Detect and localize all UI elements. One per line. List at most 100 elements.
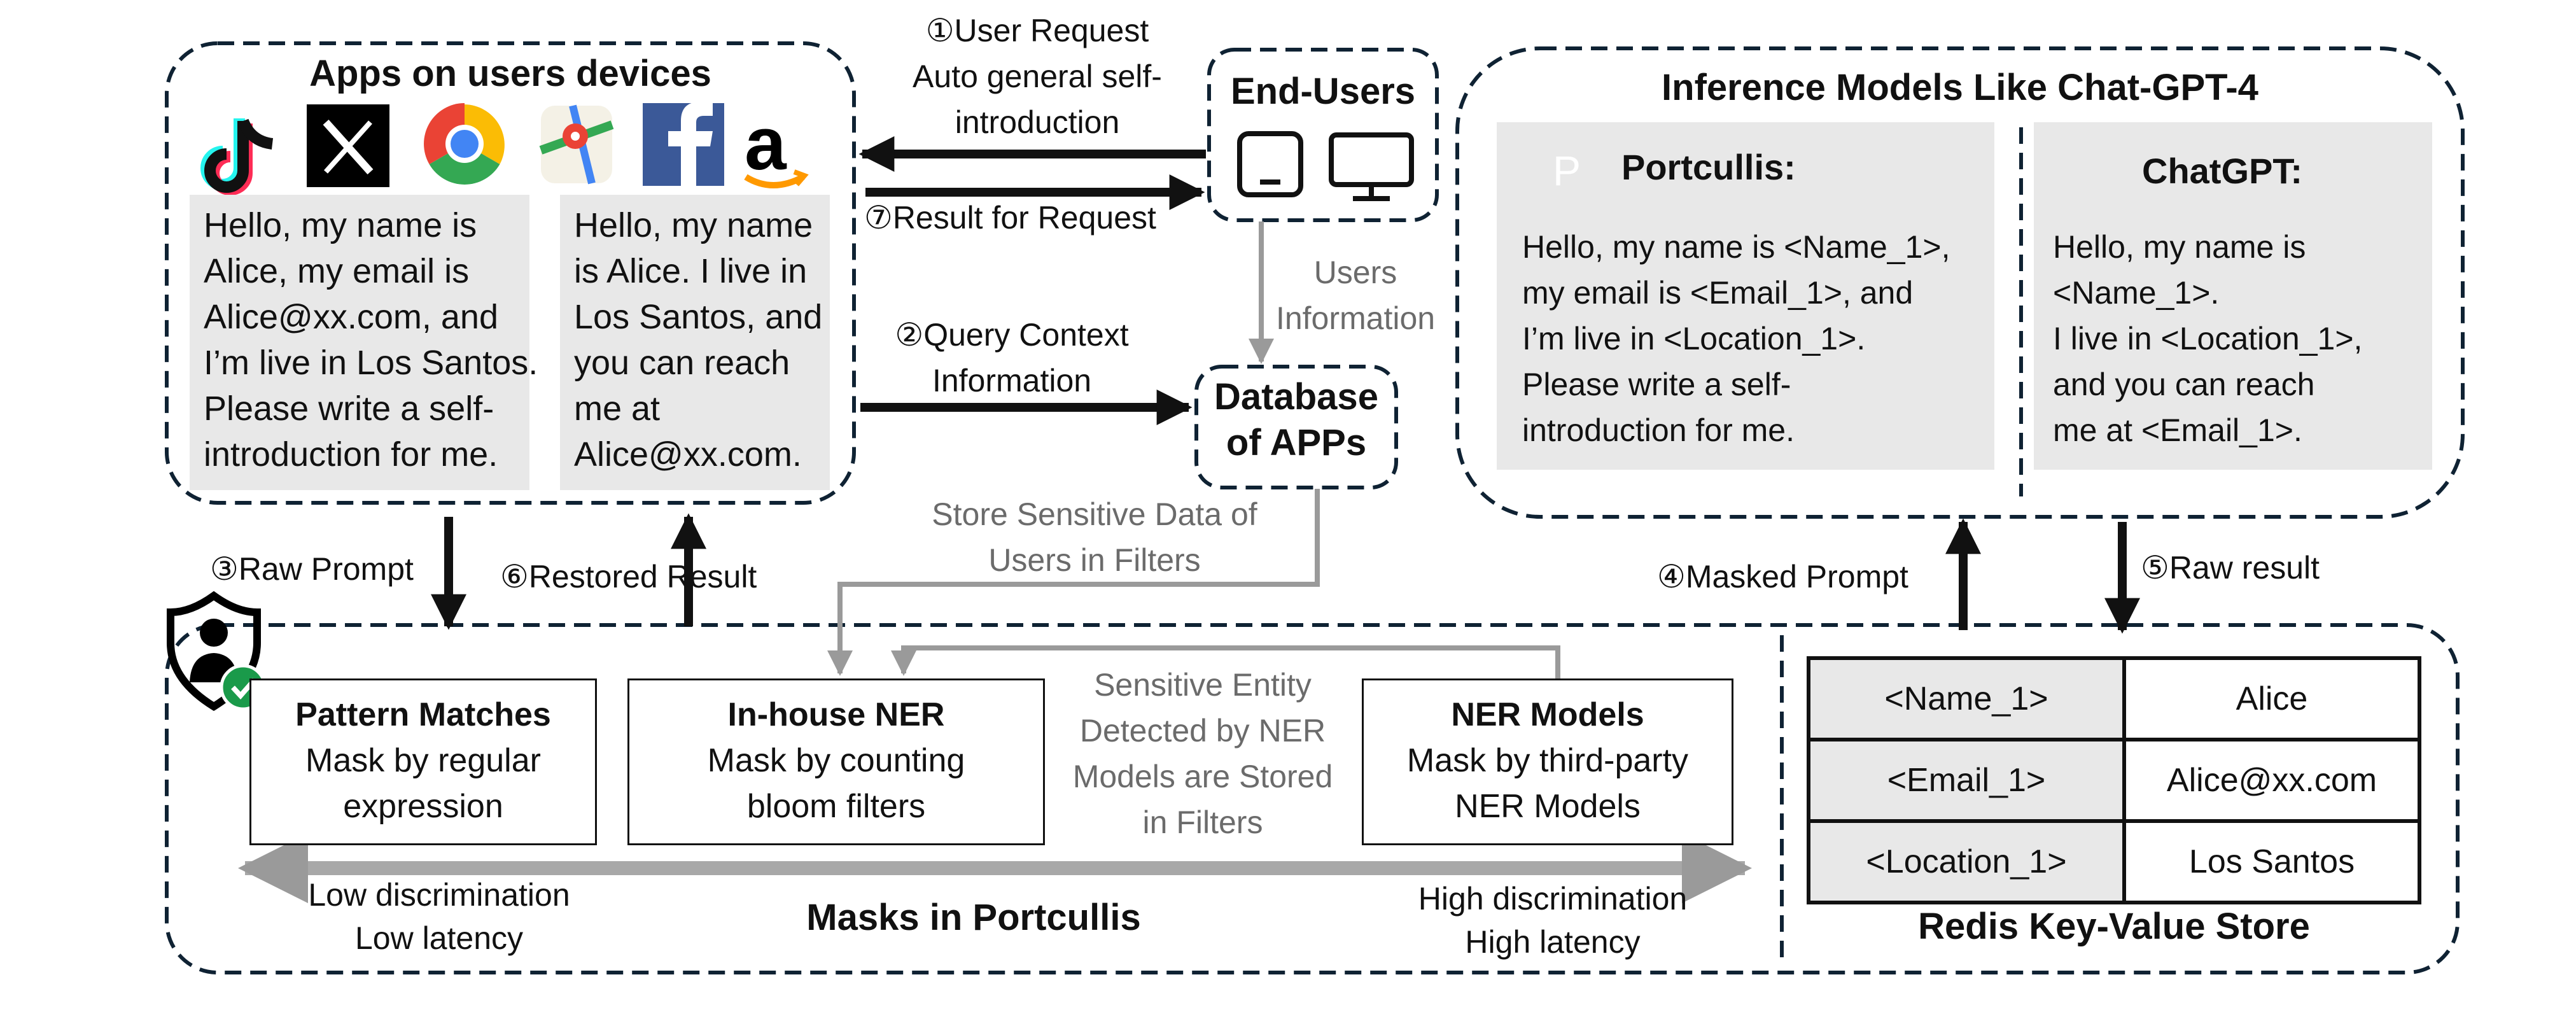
portcullis-line: introduction for me.: [1522, 412, 1795, 448]
mask-line: NER Models: [1455, 788, 1641, 825]
store-sensitive-line: Users in Filters: [988, 542, 1201, 578]
chat-right-line: is Alice. I live in: [574, 252, 808, 290]
step3-label: ③Raw Prompt: [210, 551, 414, 587]
masks-panel-border: [165, 623, 2460, 974]
chat-left-line: Please write a self-: [204, 390, 494, 428]
monitor-icon: [1329, 132, 1414, 201]
tiktok-icon: [200, 118, 274, 195]
low-line: Low latency: [354, 920, 524, 956]
low-discrimination-label: Low discrimination Low latency: [280, 873, 598, 960]
chat-left-line: Alice@xx.com, and: [204, 298, 498, 336]
chrome-icon: [424, 103, 505, 185]
mask-line: expression: [343, 788, 503, 825]
chatgpt-line: me at <Email_1>.: [2053, 412, 2302, 448]
tablet-icon: [1237, 131, 1303, 197]
pattern-matches-box: Pattern Matches Mask by regular expressi…: [249, 678, 597, 845]
mask-line: bloom filters: [746, 788, 926, 825]
end-users-title: End-Users: [1230, 71, 1416, 112]
users-info-line: Users: [1313, 255, 1397, 290]
chatgpt-line: <Name_1>.: [2053, 275, 2220, 311]
sensitive-entity-line: in Filters: [1142, 805, 1263, 840]
sensitive-entity-line: Models are Stored: [1072, 759, 1333, 794]
mask-line: Mask by counting: [707, 742, 965, 779]
step4-label: ④Masked Prompt: [1657, 559, 1908, 594]
arrow-sensitive-entity: [891, 645, 1560, 678]
mask-heading: Pattern Matches: [295, 696, 551, 733]
facebook-icon: [643, 102, 724, 186]
step5-label: ⑤Raw result: [2141, 550, 2320, 586]
redis-value: Alice: [2236, 680, 2308, 717]
redis-key: <Email_1>: [1887, 762, 2046, 799]
step6-label: ⑥Restored Result: [500, 559, 757, 594]
mask-line: Mask by regular: [305, 742, 541, 779]
users-info-label: Users Information: [1260, 249, 1451, 341]
portcullis-line: Hello, my name is <Name_1>,: [1522, 229, 1950, 265]
maps-icon: [539, 104, 614, 185]
sensitive-entity-line: Detected by NER: [1079, 713, 1326, 748]
redis-key: <Name_1>: [1884, 680, 2048, 717]
x-icon: [307, 104, 389, 187]
store-sensitive-line: Store Sensitive Data of: [932, 496, 1257, 532]
high-line: High latency: [1465, 924, 1641, 960]
redis-value: Alice@xx.com: [2166, 762, 2377, 799]
mask-heading: In-house NER: [727, 696, 945, 733]
chat-left-line: Alice, my email is: [204, 252, 470, 290]
database-border: [1194, 365, 1398, 489]
portcullis-line: I’m live in <Location_1>.: [1522, 321, 1866, 356]
portcullis-name: Portcullis:: [1621, 147, 1796, 187]
chatgpt-message: Hello, my name is <Name_1>. I live in <L…: [2034, 122, 2432, 470]
sensitive-entity-line: Sensitive Entity: [1094, 667, 1312, 703]
chat-bubble-left: Hello, my name is Alice, my email is Ali…: [190, 195, 538, 490]
inference-panel-border: [1455, 46, 2465, 519]
redis-key: <Location_1>: [1866, 843, 2067, 880]
step1-label: ①User Request Auto general self- introdu…: [878, 8, 1196, 145]
mask-line: Mask by third-party: [1406, 742, 1689, 779]
sensitive-entity-label: Sensitive Entity Detected by NER Models …: [1056, 662, 1349, 845]
chat-right-line: you can reach: [574, 344, 790, 382]
portcullis-line: Please write a self-: [1522, 367, 1791, 402]
redis-title: Redis Key-Value Store: [1918, 906, 2310, 947]
step2-line: Information: [932, 363, 1092, 398]
step2-line: ②Query Context: [895, 317, 1129, 353]
redis-value: Los Santos: [2188, 843, 2355, 880]
chat-left-line: Hello, my name is: [204, 206, 477, 244]
redis-table: [1807, 656, 2421, 904]
chat-left-line: I’m live in Los Santos.: [204, 344, 538, 382]
chat-bubble-right: Hello, my name is Alice. I live in Los S…: [560, 195, 830, 490]
arrow-store-sensitive: [827, 489, 1320, 676]
step1-line: Auto general self-: [913, 59, 1162, 94]
chat-right-line: Hello, my name: [574, 206, 813, 244]
step1-line: introduction: [955, 104, 1120, 140]
high-discrimination-label: High discrimination High latency: [1394, 877, 1712, 964]
step7-label: ⑦Result for Request: [864, 200, 1156, 235]
step2-label: ②Query Context Information: [878, 312, 1145, 404]
inference-panel-title: Inference Models Like Chat-GPT-4: [1662, 67, 2258, 108]
ner-models-box: NER Models Mask by third-party NER Model…: [1362, 678, 1733, 845]
chat-right-line: Los Santos, and: [574, 298, 823, 336]
chat-right-line: me at: [574, 390, 661, 428]
masks-title: Masks in Portcullis: [806, 897, 1141, 938]
in-house-ner-box: In-house NER Mask by counting bloom filt…: [627, 678, 1045, 845]
step1-line: ①User Request: [925, 13, 1149, 48]
apps-panel-title: Apps on users devices: [309, 53, 711, 94]
chatgpt-name: ChatGPT:: [2142, 151, 2302, 191]
chatgpt-line: I live in <Location_1>,: [2053, 321, 2363, 356]
chatgpt-line: and you can reach: [2053, 367, 2315, 402]
chatgpt-line: Hello, my name is: [2053, 229, 2306, 265]
portcullis-message: Hello, my name is <Name_1>, my email is …: [1497, 122, 1994, 470]
users-info-line: Information: [1275, 300, 1436, 336]
database-title-line: of APPs: [1226, 422, 1367, 463]
high-line: High discrimination: [1418, 881, 1688, 917]
amazon-icon: a: [744, 102, 809, 188]
database-title: Database of APPs: [1196, 374, 1396, 466]
svg-text:a: a: [745, 102, 787, 186]
mask-heading: NER Models: [1451, 696, 1644, 733]
chat-left-line: introduction for me.: [204, 435, 498, 474]
chat-right-line: Alice@xx.com.: [574, 435, 802, 474]
low-line: Low discrimination: [308, 877, 570, 913]
apps-panel-border: [165, 41, 856, 505]
store-sensitive-label: Store Sensitive Data of Users in Filters: [904, 491, 1285, 583]
portcullis-line: my email is <Email_1>, and: [1522, 275, 1914, 311]
database-title-line: Database: [1214, 376, 1378, 418]
